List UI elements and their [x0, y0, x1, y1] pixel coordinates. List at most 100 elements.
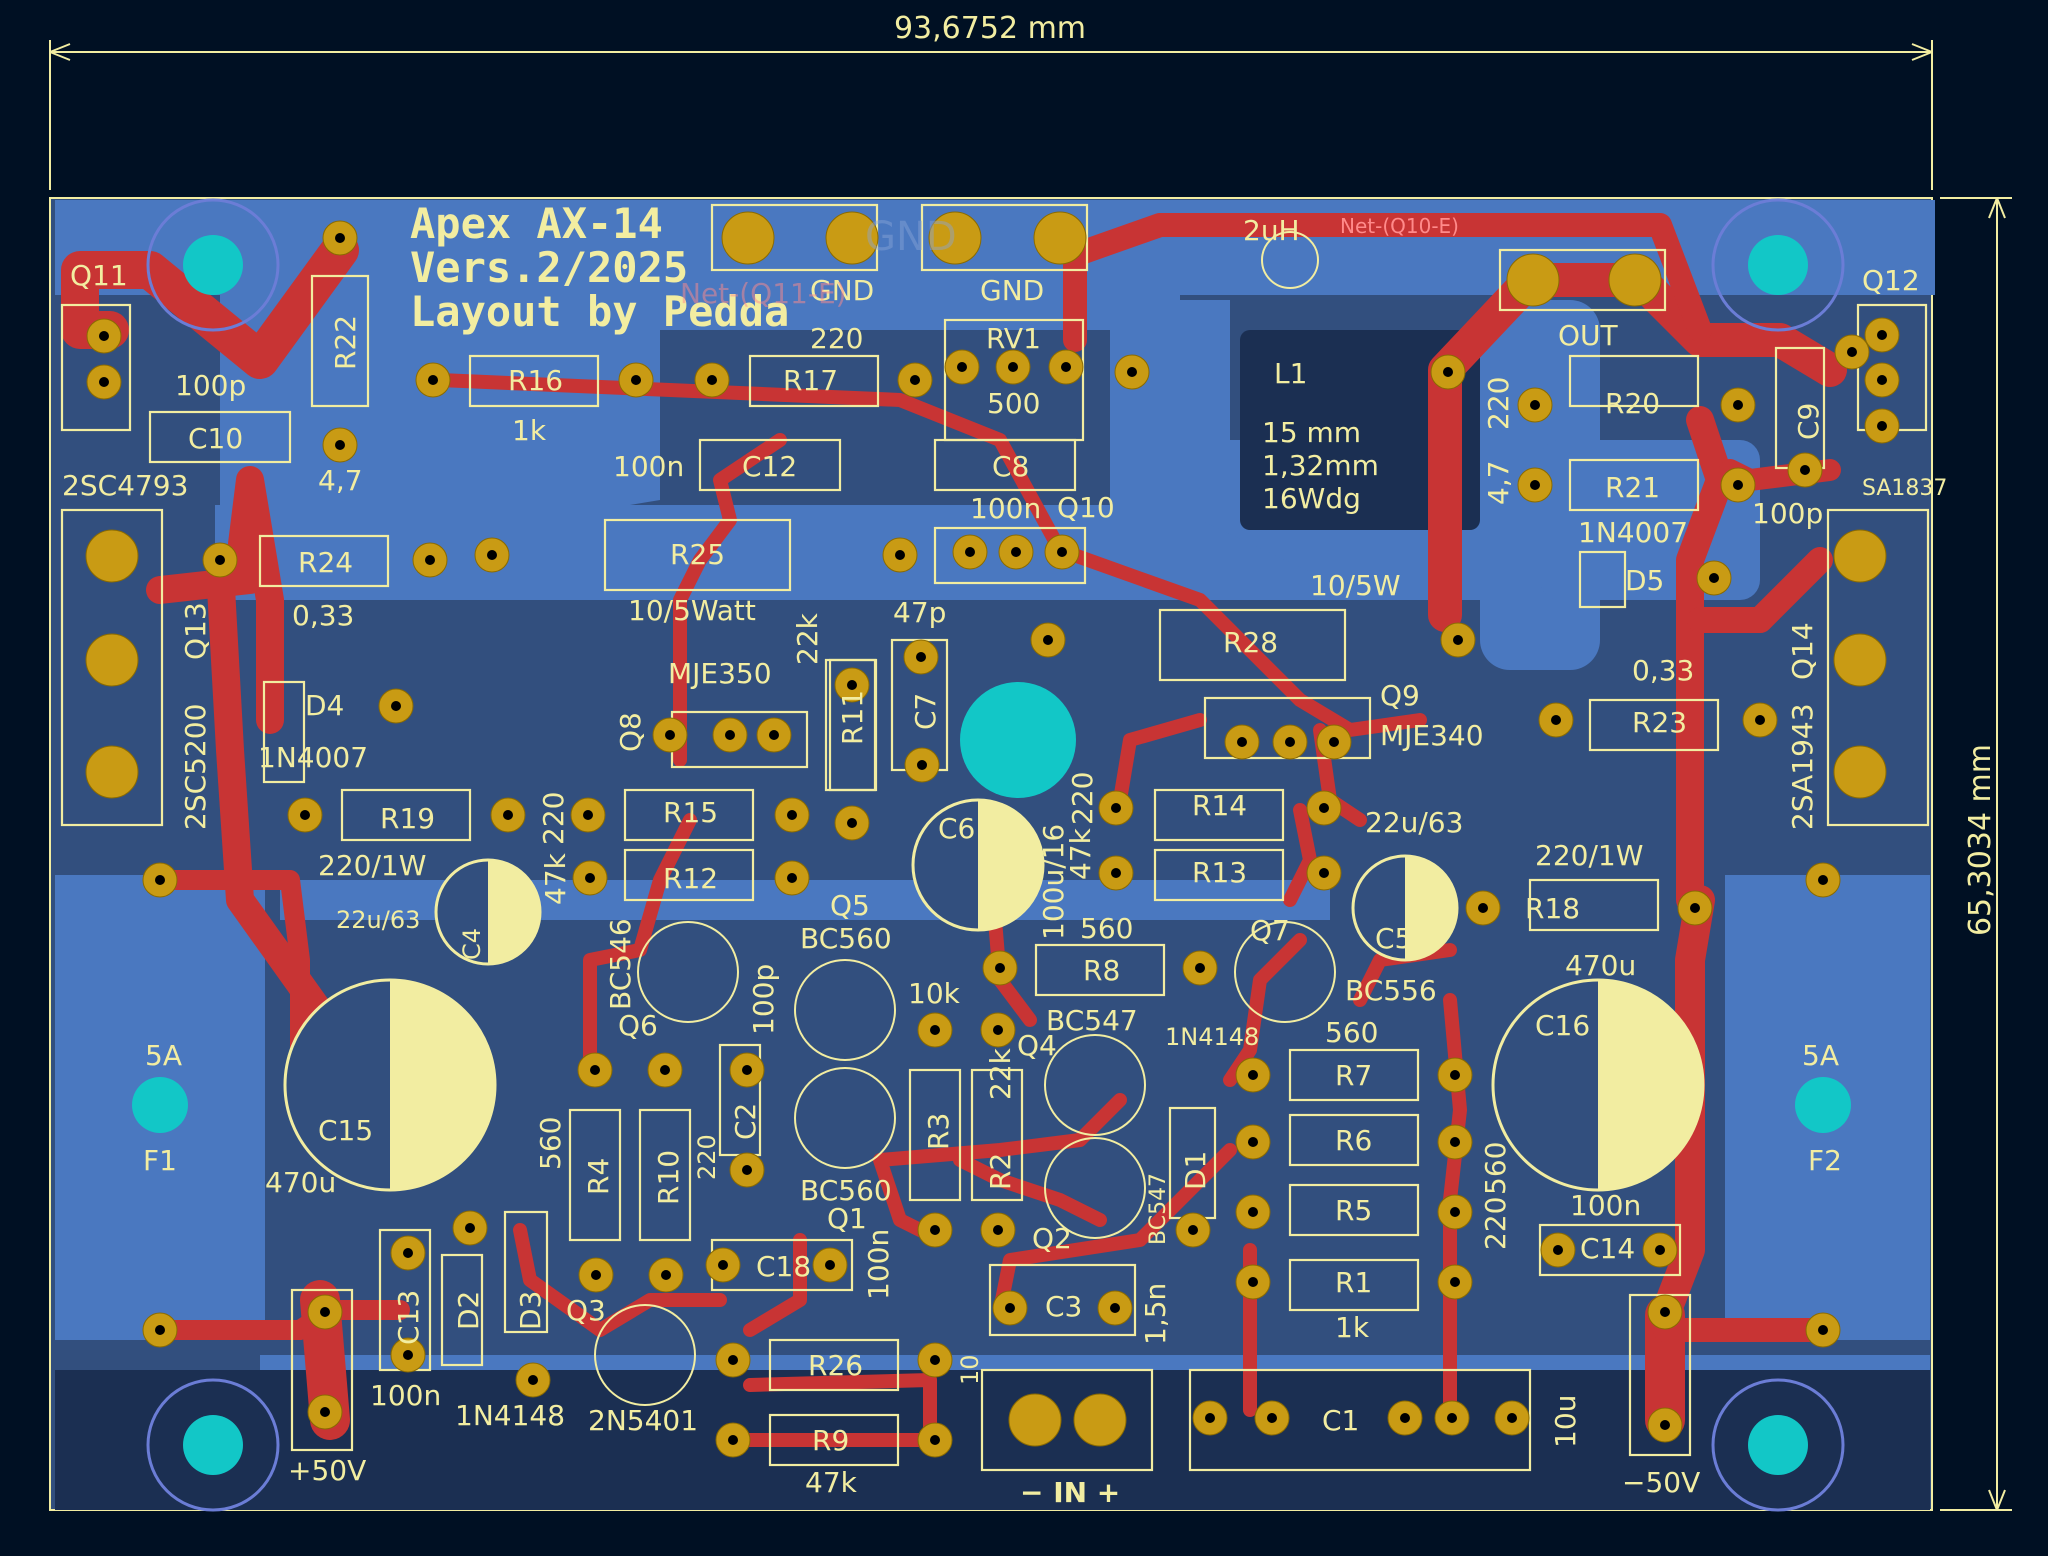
value-4-7-a: 4,7 — [318, 464, 363, 497]
label-Q6: Q6 — [618, 1009, 658, 1042]
label-BC560-a: BC560 — [800, 922, 892, 955]
pad-drill — [1530, 480, 1540, 490]
pad-drill — [1127, 367, 1137, 377]
value-1-5n: 1,5n — [1139, 1283, 1172, 1345]
label-R15: R15 — [663, 796, 718, 829]
label-Q12: Q12 — [1862, 264, 1920, 297]
value-560-d: 560 — [1479, 1142, 1512, 1195]
value-10u: 10u — [1549, 1395, 1582, 1448]
label-R26: R26 — [808, 1349, 863, 1382]
pad-drill — [1447, 1413, 1457, 1423]
label-2SA1943: 2SA1943 — [1786, 703, 1819, 830]
pad-drill — [1877, 421, 1887, 431]
pad-drill — [1008, 362, 1018, 372]
pad-drill — [99, 331, 109, 341]
pad-drill — [916, 652, 926, 662]
label-Q5: Q5 — [830, 889, 870, 922]
label-R16: R16 — [508, 364, 563, 397]
pad-drill — [335, 440, 345, 450]
large-pad — [1506, 253, 1560, 307]
pad-drill — [1660, 1307, 1670, 1317]
pad-drill — [995, 963, 1005, 973]
pads — [85, 211, 1900, 1458]
label-C1: C1 — [1322, 1404, 1359, 1437]
pad-drill — [957, 362, 967, 372]
pad-drill — [728, 1435, 738, 1445]
value-5A-a: 5A — [145, 1039, 182, 1072]
height-dimension-label: 65,3034 mm — [1963, 744, 1998, 936]
pad-drill — [1453, 635, 1463, 645]
value-0-33-b: 0,33 — [1632, 654, 1694, 687]
label-C13: C13 — [392, 1290, 425, 1345]
value-220-1W-b: 220/1W — [1535, 839, 1643, 872]
pad-drill — [1733, 400, 1743, 410]
component-outlines — [60, 203, 1930, 1472]
large-pad — [825, 211, 879, 265]
pad-drill — [503, 810, 513, 820]
pad-drill — [1450, 1207, 1460, 1217]
value-100n-e: 100n — [370, 1379, 441, 1412]
value-10-5W: 10/5W — [1310, 569, 1401, 602]
pad-drill — [993, 1225, 1003, 1235]
label-C8: C8 — [992, 450, 1029, 483]
label-R23: R23 — [1632, 706, 1687, 739]
pad-drill — [1205, 1413, 1215, 1423]
label-R9: R9 — [812, 1424, 849, 1457]
value-47k-a: 47k — [539, 852, 572, 905]
label-R6: R6 — [1335, 1124, 1372, 1157]
pad-drill — [215, 555, 225, 565]
pad-drill — [742, 1065, 752, 1075]
label-R21: R21 — [1605, 471, 1660, 504]
label-R25: R25 — [670, 538, 725, 571]
pad-drill — [465, 1223, 475, 1233]
pad-drill — [769, 730, 779, 740]
title-line-1: Apex AX-14 — [410, 199, 663, 248]
pad-drill — [403, 1248, 413, 1258]
title-line-3: Layout by Pedda — [410, 287, 789, 336]
value-470u-b: 470u — [1565, 949, 1636, 982]
label-2SC5200: 2SC5200 — [179, 704, 212, 830]
value-100n-a: 100n — [613, 450, 684, 483]
value-10-5Watt: 10/5Watt — [628, 594, 756, 627]
label-R2: R2 — [984, 1153, 1017, 1190]
large-pad — [1073, 1393, 1127, 1447]
ghost-gnd-label: GND — [865, 214, 957, 260]
value-10: 10 — [956, 1354, 984, 1385]
value-220-b: 220 — [537, 792, 570, 845]
label-1N4148-b: 1N4148 — [455, 1399, 565, 1432]
pad-drill — [661, 1270, 671, 1280]
pad-drill — [1248, 1277, 1258, 1287]
label-input-connector: − IN + — [1020, 1476, 1120, 1509]
value-1k-a: 1k — [512, 414, 547, 447]
label-1N4148-a: 1N4148 — [1165, 1023, 1259, 1051]
pad-drill — [965, 547, 975, 557]
value-560-c: 560 — [534, 1117, 567, 1170]
label-D5: D5 — [1625, 564, 1664, 597]
large-pad — [928, 211, 982, 265]
pad-drill — [1877, 330, 1887, 340]
label-C7: C7 — [909, 693, 942, 730]
value-220-e: 220 — [1479, 1197, 1512, 1250]
board-title: Apex AX-14 Vers.2/2025 Layout by Pedda — [410, 199, 789, 336]
label-C2: C2 — [729, 1103, 762, 1140]
pad-drill — [825, 1260, 835, 1270]
pad-drill — [718, 1260, 728, 1270]
pad-drill — [1551, 715, 1561, 725]
label-R28: R28 — [1223, 626, 1278, 659]
large-pad — [85, 745, 139, 799]
pad-drill — [1660, 1420, 1670, 1430]
label-R5: R5 — [1335, 1194, 1372, 1227]
label-MJE340: MJE340 — [1380, 719, 1484, 752]
label-RV1: RV1 — [986, 322, 1041, 355]
mounting-holes — [132, 198, 1851, 1512]
netname-q11e: Net-(Q11-E) — [680, 277, 847, 310]
label-2N5401: 2N5401 — [588, 1404, 698, 1437]
pad-drill — [660, 1065, 670, 1075]
value-10k: 10k — [908, 977, 961, 1010]
pad-drill — [1450, 1277, 1460, 1287]
pad-drill — [1553, 1245, 1563, 1255]
pad-drill — [631, 375, 641, 385]
label-C16: C16 — [1535, 1009, 1590, 1042]
pad-drill — [1111, 868, 1121, 878]
